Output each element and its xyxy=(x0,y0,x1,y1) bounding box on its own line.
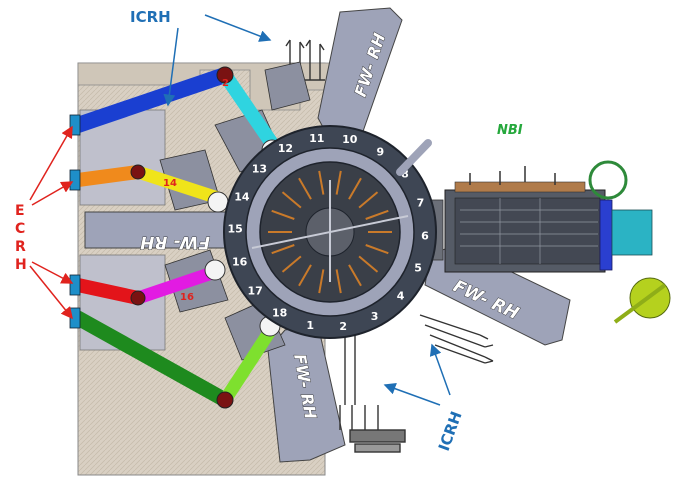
ecrh-arms xyxy=(69,66,283,409)
fw-rh-cask-left: FW- RH xyxy=(84,211,243,252)
arm-blue xyxy=(70,67,233,133)
tf-coil-marker xyxy=(365,244,389,255)
tf-coil-marker xyxy=(281,255,302,273)
tf-coil-marker xyxy=(281,191,302,209)
ecrh-letter: E xyxy=(15,203,25,219)
port-number-8: 8 xyxy=(401,168,409,181)
icrh-antenna-right xyxy=(419,314,494,364)
port-number-18: 18 xyxy=(272,307,287,320)
port-number-15: 15 xyxy=(227,223,242,236)
arm-lime xyxy=(218,321,279,407)
tf-coil-marker xyxy=(298,177,312,200)
beam-number: 16 xyxy=(180,292,194,303)
arm-yellow xyxy=(131,165,225,205)
port-number-7: 7 xyxy=(417,197,425,210)
port-number-5: 5 xyxy=(414,262,422,275)
tf-coil-marker xyxy=(348,177,362,200)
port-number-9: 9 xyxy=(376,145,384,158)
fw-rh-label: FW- RH xyxy=(290,352,320,421)
tf-coil-marker xyxy=(348,264,362,287)
fw-rh-label: FW- RH xyxy=(140,232,210,252)
beam-number: 14 xyxy=(163,178,177,189)
tf-coil-marker xyxy=(365,209,389,220)
tf-coil-marker xyxy=(318,170,325,195)
arm-green xyxy=(70,310,233,408)
arm-orange xyxy=(71,165,145,187)
arm-cyan xyxy=(218,68,282,155)
port-number-13: 13 xyxy=(252,162,267,175)
ecrh-callout: E C R H xyxy=(15,125,74,320)
port-number-3: 3 xyxy=(371,310,379,323)
fw-rh-cask-top: FW- RH xyxy=(317,7,403,141)
fw-rh-cask-bottom: FW- RH xyxy=(267,324,346,463)
tf-coil-marker xyxy=(298,264,312,287)
ecrh-letter: C xyxy=(15,221,25,237)
tf-coil-marker xyxy=(358,255,379,273)
port-number-10: 10 xyxy=(342,133,358,146)
port-number-1: 1 xyxy=(306,319,314,332)
icrh-label: ICRH xyxy=(435,409,466,453)
icrh-antenna-bottom xyxy=(339,335,406,453)
tf-coil-marker xyxy=(271,209,295,220)
port-number-2: 2 xyxy=(339,320,347,333)
vertical-port-tube xyxy=(396,139,432,176)
beam-number: 2 xyxy=(222,78,229,89)
port-number-17: 17 xyxy=(247,285,262,298)
tf-coils xyxy=(268,170,392,294)
port-number-4: 4 xyxy=(397,290,405,303)
tf-coil-marker xyxy=(318,269,325,294)
ecrh-letter: R xyxy=(15,239,26,255)
nbi-label: NBI xyxy=(497,123,523,138)
ecrh-letter: H xyxy=(15,257,27,273)
port-number-11: 11 xyxy=(309,132,324,145)
icrh-label: ICRH xyxy=(130,8,171,26)
port-number-16: 16 xyxy=(232,255,248,268)
arm-magenta xyxy=(131,265,222,305)
arm-red xyxy=(71,278,145,305)
icrh-top-callout: ICRH xyxy=(130,8,272,107)
tf-coil-marker xyxy=(358,191,379,209)
port-number-14: 14 xyxy=(234,190,250,203)
tf-coil-marker xyxy=(271,244,295,255)
tf-coil-marker xyxy=(335,269,342,294)
icrh-antenna-top xyxy=(285,39,325,81)
port-number-12: 12 xyxy=(278,142,293,155)
nbi-coil xyxy=(588,160,628,200)
tf-coil-marker xyxy=(335,170,342,195)
port-number-6: 6 xyxy=(421,229,429,242)
